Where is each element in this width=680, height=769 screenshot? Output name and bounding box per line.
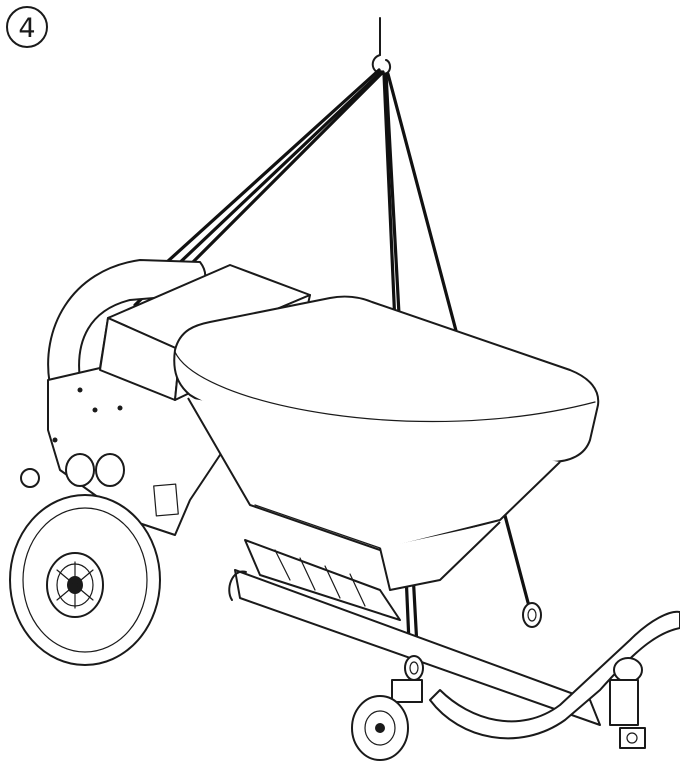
step-number: 4	[18, 13, 35, 44]
valve-assembly	[609, 657, 646, 749]
wheel-icon	[9, 494, 161, 666]
caster-wheel-icon	[351, 679, 423, 761]
frame-tube-right	[429, 610, 680, 740]
lifting-eye-front	[404, 655, 424, 681]
step-badge: 4	[6, 6, 48, 48]
metering-roller	[244, 539, 401, 621]
hopper	[173, 295, 600, 591]
lifting-eye-right	[522, 602, 542, 628]
axle-tube	[228, 569, 601, 726]
crane-hook-icon	[371, 17, 392, 76]
drive-motor	[20, 453, 125, 488]
